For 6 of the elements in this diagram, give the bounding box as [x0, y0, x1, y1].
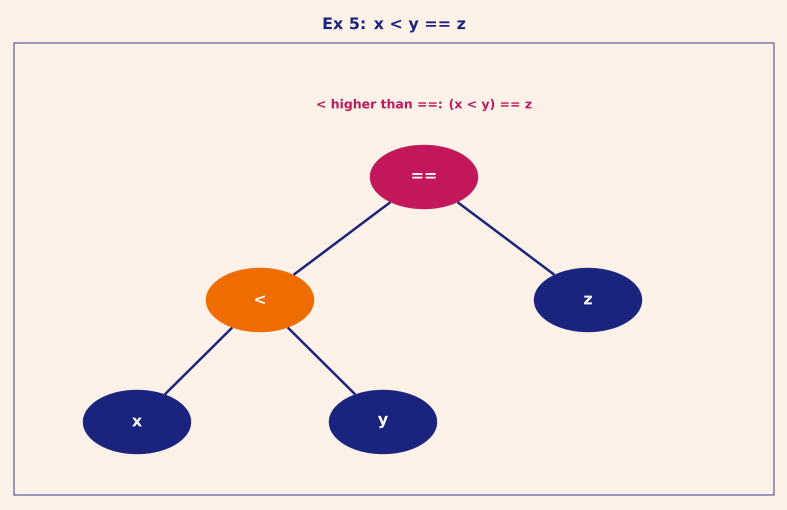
edge-line: [164, 326, 234, 396]
title: Ex 5: x < y == z: [324, 17, 466, 33]
edge-line: [456, 201, 556, 276]
edge-line: [292, 201, 392, 276]
edge-line: [286, 326, 356, 396]
note: < higher than ==: (x < y) == z: [317, 98, 532, 112]
